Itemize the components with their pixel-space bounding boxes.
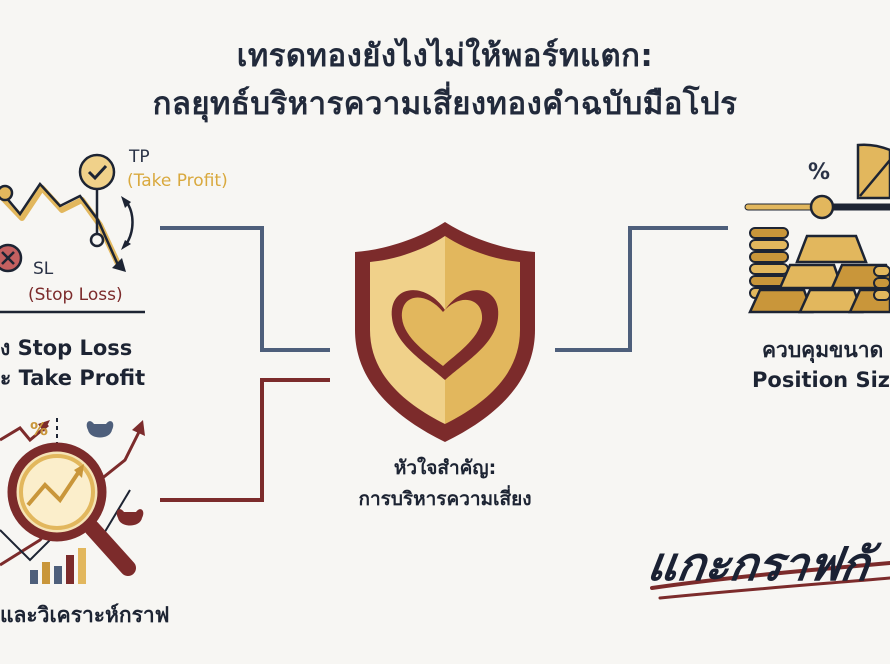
stop-loss-take-profit-icon [0,153,145,314]
analysis-percent-label: % [30,419,49,440]
position-size-caption-line2: Position Siz [752,368,890,392]
stop-loss-caption-line1: ง Stop Loss [0,336,133,360]
position-size-caption-line1: ควบคุมขนาด [762,338,884,362]
stop-loss-caption-line2: ะ Take Profit [0,366,146,390]
signature-text: แกะกราฟกั [644,537,873,591]
chart-analysis-magnifier-icon [0,418,145,584]
position-size-gold-icon [744,143,890,314]
center-caption: หัวใจสำคัญ: การบริหารความเสี่ยง [300,453,590,515]
take-profit-sublabel: (Take Profit) [127,171,228,191]
stop-loss-label: SL [33,259,54,279]
signature-underline-strokes [650,561,890,600]
page-title-line2: กลยุทธ์บริหารความเสี่ยงทองคำฉบับมือโปร [152,86,738,122]
page-title-line1: เทรดทองยังไงไม่ให้พอร์ทแตก: [236,38,654,74]
shield-heart-icon [355,222,535,442]
connector-top-left [160,226,330,352]
connector-right [555,226,728,352]
analysis-caption: และวิเคราะห์กราฟ [0,603,170,627]
center-caption-line1: หัวใจสำคัญ: [393,457,497,479]
stop-loss-sublabel: (Stop Loss) [28,285,123,305]
center-caption-line2: การบริหารความเสี่ยง [358,488,532,510]
connector-bottom-left [160,378,330,502]
position-percent-label: % [808,160,831,185]
take-profit-label: TP [129,147,150,167]
